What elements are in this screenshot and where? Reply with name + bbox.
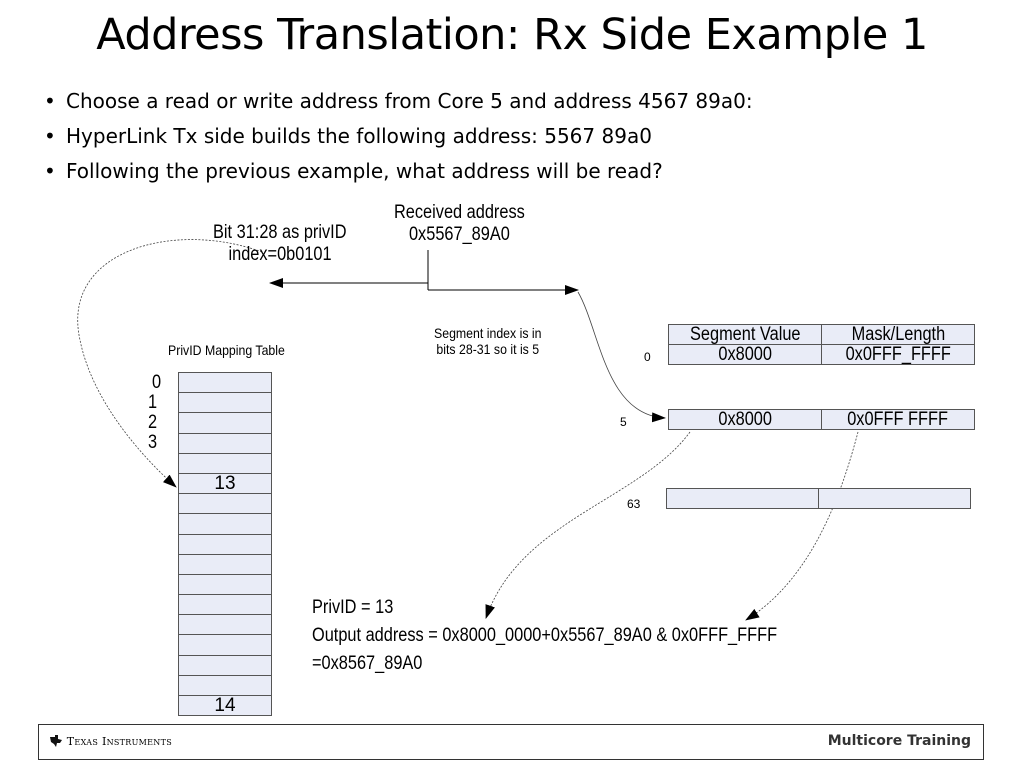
privid-mapping-table: 13 14 [178, 372, 272, 717]
privid-row-14: 14 [178, 695, 272, 717]
bullet-dot-icon: • [44, 124, 56, 148]
segment-row0-mask-text: 0x0FFF_FFFF [845, 344, 951, 365]
privid-index-1: 1 [148, 392, 158, 413]
privid-index-0: 0 [152, 372, 162, 393]
privid-row-13: 13 [178, 473, 272, 495]
bullet-text: Following the previous example, what add… [66, 159, 663, 183]
segment-row-5: 0x8000 0x0FFF FFFF [668, 409, 975, 430]
privid-index-3: 3 [148, 432, 158, 453]
output-address-formula: Output address = 0x8000_0000+0x5567_89A0… [312, 625, 778, 646]
curve-mask-to-output [745, 431, 859, 621]
texas-instruments-logo-icon [50, 735, 62, 747]
segment-table-top: Segment Value Mask/Length 0x8000 0x0FFF_… [668, 324, 975, 365]
privid-row [178, 494, 272, 515]
curve-segment-value-to-output [485, 431, 691, 619]
segment-index-5: 5 [620, 415, 627, 429]
privid-row [178, 514, 272, 535]
bullet-list: • Choose a read or write address from Cor… [44, 84, 753, 189]
segment-table-row5: 0x8000 0x0FFF FFFF [668, 409, 975, 430]
privid-row [178, 595, 272, 616]
header-segment-value: Segment Value [668, 324, 822, 345]
segment-row0-mask: 0x0FFF_FFFF [821, 344, 975, 365]
output-block: PrivID = 13 Output address = 0x8000_0000… [312, 594, 777, 678]
privid-bits-line2: index=0b0101 [228, 244, 332, 265]
bullet-item: • Choose a read or write address from Cor… [44, 84, 753, 119]
texas-instruments-logo: Texas Instruments [49, 735, 172, 748]
segment-index-0: 0 [644, 350, 651, 364]
segment-row0-value: 0x8000 [668, 344, 822, 365]
texas-instruments-logo-text: Texas Instruments [66, 735, 173, 748]
privid-row [178, 655, 272, 676]
slide-title: Address Translation: Rx Side Example 1 [96, 10, 928, 60]
privid-row [178, 675, 272, 696]
segment-table-header: Segment Value Mask/Length [668, 324, 975, 345]
output-privid: PrivID = 13 [312, 597, 394, 618]
segment-index-note: Segment index is in bits 28-31 so it is … [434, 325, 542, 357]
segment-index-63: 63 [627, 497, 641, 511]
header-segment-value-text: Segment Value [689, 324, 801, 345]
bullet-dot-icon: • [44, 89, 56, 113]
privid-row [178, 433, 272, 454]
segment-table-row63 [666, 488, 971, 509]
header-mask-length: Mask/Length [821, 324, 975, 345]
privid-table-title: PrivID Mapping Table [168, 342, 285, 358]
segment-row5-value-text: 0x8000 [718, 409, 772, 430]
privid-row [178, 413, 272, 434]
privid-bits-line1: Bit 31:28 as privID [213, 222, 347, 243]
segment-note-line2: bits 28-31 so it is 5 [436, 341, 540, 357]
segment-row63-value [666, 488, 819, 509]
segment-row63-mask [818, 488, 971, 509]
privid-row [178, 453, 272, 474]
privid-bits-label: Bit 31:28 as privID index=0b0101 [213, 222, 347, 266]
slide-footer: Texas Instruments Multicore Training [38, 724, 984, 760]
privid-row [178, 393, 272, 414]
output-address-result: =0x8567_89A0 [312, 653, 423, 674]
curve-privid-to-row13 [77, 239, 263, 488]
privid-row [178, 615, 272, 636]
bullet-item: • HyperLink Tx side builds the following … [44, 119, 753, 154]
curve-to-segment-row5 [577, 291, 666, 423]
multicore-training-label: Multicore Training [827, 733, 971, 749]
received-address-label: Received address 0x5567_89A0 [394, 202, 525, 246]
privid-row [178, 635, 272, 656]
privid-row [178, 373, 272, 394]
segment-note-line1: Segment index is in [434, 325, 542, 341]
bullet-item: • Following the previous example, what ad… [44, 154, 753, 189]
received-address-value: 0x5567_89A0 [408, 224, 510, 245]
bullet-dot-icon: • [44, 159, 56, 183]
bullet-text: Choose a read or write address from Core… [66, 89, 753, 113]
segment-row0-value-text: 0x8000 [718, 344, 772, 365]
segment-row-0: 0x8000 0x0FFF_FFFF [668, 344, 975, 365]
privid-row [178, 534, 272, 555]
privid-index-2: 2 [148, 412, 158, 433]
segment-row5-mask-text: 0x0FFF FFFF [847, 409, 949, 430]
segment-row-63 [666, 488, 971, 509]
bullet-text: HyperLink Tx side builds the following a… [66, 124, 652, 148]
segment-row5-value: 0x8000 [668, 409, 822, 430]
received-address-line1: Received address [394, 202, 525, 223]
privid-row [178, 554, 272, 575]
segment-row5-mask: 0x0FFF FFFF [821, 409, 975, 430]
privid-row [178, 574, 272, 596]
header-mask-length-text: Mask/Length [851, 324, 945, 345]
